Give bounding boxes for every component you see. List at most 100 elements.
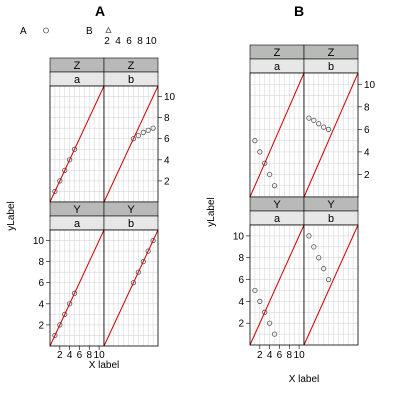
data-point [267,171,273,178]
reference-line [303,72,359,198]
reference-line [303,224,359,346]
inner-strip-label: a [274,61,281,73]
data-point [311,117,317,123]
plot-frame [303,224,359,346]
y-tick-label: 6 [364,125,370,136]
reference-line [249,224,305,346]
x-tick-label: 8 [86,350,92,361]
data-point [306,115,312,121]
outer-strip-label: Y [273,199,281,211]
y-tick-label: 4 [238,297,244,308]
data-point [130,280,137,286]
y-tick-label: 6 [38,278,44,289]
data-point [71,146,78,152]
x-tick-label: 10 [294,350,306,361]
y-tick-label: 8 [364,102,370,113]
data-point [135,132,141,139]
x-tick-label: 4 [67,350,73,361]
legend-tick-label: 4 [115,36,121,47]
panel-title: A [95,3,105,19]
data-point [306,233,312,239]
data-point [150,237,156,244]
x-axis-label: X label [289,374,320,385]
data-point [52,188,58,195]
data-point [67,301,73,307]
inner-strip-label: b [328,213,334,225]
legend-label-b: B [86,26,93,37]
y-tick-label: 2 [164,176,170,187]
y-tick-label: 2 [238,319,244,330]
data-point [257,298,263,304]
data-point [135,269,141,275]
y-tick-label: 8 [164,113,170,124]
cell-z-a: Za [249,44,305,198]
data-point [262,309,268,315]
data-point [321,266,327,272]
y-tick-label: 4 [38,299,44,310]
data-point [316,121,322,127]
legend-label-a: A [20,26,27,37]
x-axis-label: X label [89,360,120,371]
y-tick-label: 10 [164,92,176,103]
outer-strip-label: Y [73,204,81,216]
x-tick-label: 8 [286,350,292,361]
y-tick-label: 2 [38,320,44,331]
data-point [262,160,268,166]
data-point [321,124,327,130]
cell-z-b: Zb [103,57,159,203]
inner-strip-label: a [274,213,281,225]
y-tick-label: 10 [33,236,45,247]
x-tick-label: 6 [77,350,83,361]
data-point [150,125,156,131]
x-tick-label: 10 [94,350,106,361]
reference-line [103,229,159,347]
inner-strip-label: b [128,74,134,86]
data-point [71,290,78,296]
legend-triangle-icon [105,26,112,33]
panel-title: B [294,3,304,19]
data-point [257,149,263,155]
cell-z-a: Za [49,57,105,203]
inner-strip-label: a [74,218,81,230]
legend-tick-label: 6 [126,36,132,47]
reference-line [249,72,305,198]
x-tick-label: 6 [277,350,283,361]
y-tick-label: 10 [364,80,376,91]
data-point [57,178,63,184]
y-tick-label: 10 [233,231,245,242]
plot-frame [103,229,159,347]
inner-strip-label: b [328,61,334,73]
x-tick-label: 2 [57,350,63,361]
data-point [316,255,322,261]
data-point [62,167,68,173]
cell-y-a: Ya [249,196,305,346]
legend-tick-label: 2 [104,36,110,47]
data-point [67,157,73,163]
outer-strip-label: Y [327,199,335,211]
reference-line [103,85,159,203]
outer-strip-label: Z [274,47,281,59]
legend-circle-icon [43,27,49,34]
cell-z-b: Zb [303,44,359,198]
data-point [311,244,317,250]
cell-y-a: Ya [49,201,105,347]
outer-strip-label: Z [328,47,335,59]
cell-y-b: Yb [103,201,159,347]
data-point [267,320,273,326]
legend-tick-label: 8 [137,36,143,47]
data-point [325,126,332,132]
data-point [271,331,278,337]
data-point [145,248,151,254]
data-point [140,259,146,265]
cell-y-b: Yb [303,196,359,346]
x-tick-label: 2 [257,350,263,361]
reference-line [49,85,105,203]
y-axis-label: yLabel [6,201,17,230]
